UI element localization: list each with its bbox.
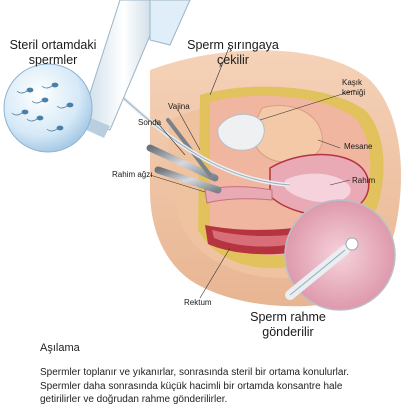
zoom-circle: [284, 199, 396, 311]
label-sperm-rahme: Sperm rahme gönderilir: [250, 310, 326, 339]
label-steril-ortam: Steril ortamdaki spermler: [9, 38, 97, 67]
leader-lines: [149, 44, 356, 299]
sperm-cells: [11, 82, 74, 132]
caption-title: Aşılama: [40, 342, 80, 354]
label-kasik-kemigi: Kaşık kemiği: [342, 78, 366, 97]
caption-line: Spermler daha sonrasında küçük hacimli b…: [40, 380, 343, 392]
caption-line: getirilirler ve doğrudan rahme gönderili…: [40, 394, 228, 405]
label-rahim-agzi: Rahim ağzı: [112, 170, 153, 179]
label-sonda: Sonda: [138, 118, 162, 127]
label-rahim: Rahim: [352, 176, 376, 185]
caption-line: Spermler toplanır ve yıkanırlar, sonrası…: [40, 367, 350, 378]
pelvic-anatomy: [198, 86, 384, 271]
catheter: [118, 93, 291, 187]
label-mesane: Mesane: [344, 142, 373, 151]
caption-body: Spermler toplanır ve yıkanırlar, sonrası…: [40, 366, 418, 407]
label-rektum: Rektum: [184, 298, 212, 307]
sperm-bubble: [3, 63, 93, 153]
syringe: [81, 0, 191, 138]
insemination-illustration: [3, 0, 402, 311]
label-vajina: Vajina: [168, 102, 190, 111]
label-sperm-syringe: Sperm şırıngaya çekilir: [187, 38, 279, 67]
